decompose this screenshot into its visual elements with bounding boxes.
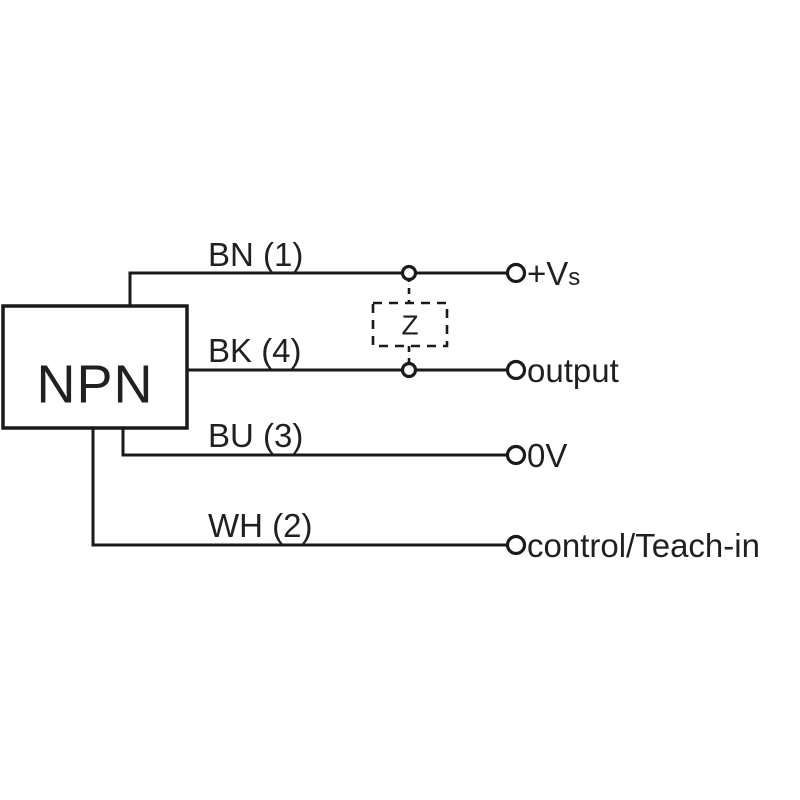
- wire-bn-path: [128, 271, 510, 308]
- wire-bu-path: [121, 426, 510, 457]
- junction-bk-load: [400, 361, 418, 379]
- terminal-label-control: control/Teach-in: [527, 527, 760, 564]
- terminal-label-vs-subscript: s: [568, 264, 580, 291]
- terminal-output[interactable]: [505, 359, 527, 381]
- wire-label-bk: BK (4): [208, 332, 302, 369]
- terminal-control[interactable]: [505, 534, 527, 556]
- terminal-0v[interactable]: [505, 444, 527, 466]
- wire-wh-path: [91, 426, 510, 547]
- load-impedance-box: [371, 301, 449, 348]
- wire-label-wh: WH (2): [208, 507, 312, 544]
- junction-bn-load: [400, 264, 418, 282]
- load-impedance-label: Z: [401, 309, 418, 340]
- wire-label-bn: BN (1): [208, 236, 303, 273]
- terminal-label-vs: +Vs: [527, 255, 580, 292]
- terminal-label-0v: 0V: [527, 437, 567, 474]
- terminal-vs[interactable]: [505, 262, 527, 284]
- terminal-label-output: output: [527, 352, 619, 389]
- npn-device-block: [1, 304, 189, 430]
- npn-device-label: NPN: [36, 354, 153, 414]
- terminal-label-vs-main: +V: [527, 255, 568, 292]
- wire-label-bu: BU (3): [208, 417, 303, 454]
